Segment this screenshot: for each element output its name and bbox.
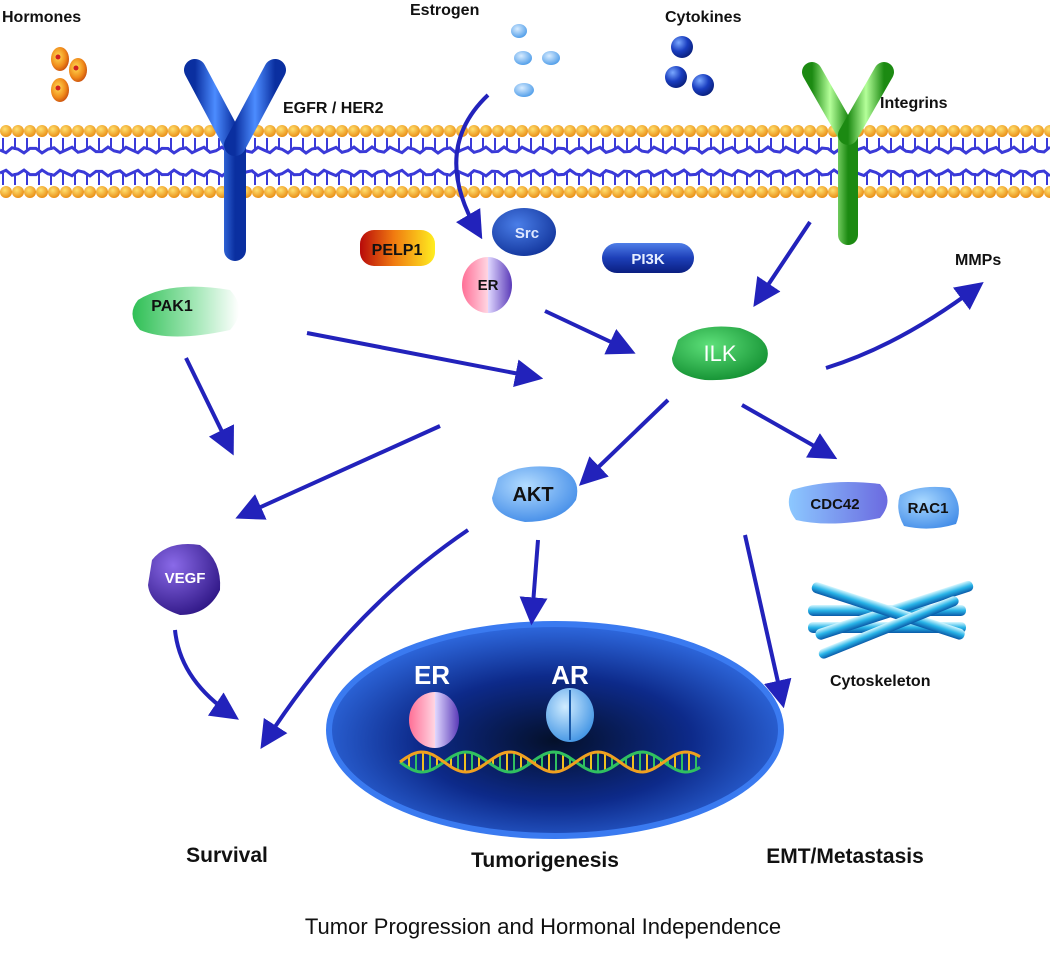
pak1-protein: PAK1 <box>132 286 239 337</box>
arrow-pak1-to-survival <box>184 357 234 456</box>
ar-nucleus-protein: AR <box>546 660 594 742</box>
egfr-her2-receptor <box>184 59 286 261</box>
vegf-protein: VEGF <box>148 544 221 615</box>
footer-title: Tumor Progression and Hormonal Independe… <box>305 914 781 939</box>
rac1-protein: RAC1 <box>898 486 959 529</box>
label-pak1: PAK1 <box>151 298 193 315</box>
arrow-vegf-to-survival <box>173 629 239 720</box>
cell-membrane <box>0 125 1050 198</box>
arrow-akt-to-emt <box>743 534 792 709</box>
cdc42-protein: CDC42 <box>788 482 888 524</box>
estrogen-molecules <box>511 24 560 97</box>
label-vegf: VEGF <box>165 570 206 587</box>
label-pelp1: PELP1 <box>372 242 423 259</box>
arrow-akt-to-survival <box>260 528 470 750</box>
cytokine-molecules <box>665 36 714 96</box>
arrow-ilk-to-cdc42 <box>741 403 838 460</box>
label-ilk: ILK <box>703 341 736 366</box>
label-cdc42: CDC42 <box>810 496 859 513</box>
akt-protein: AKT <box>492 466 578 522</box>
label-er-nucleus: ER <box>414 660 450 690</box>
arrow-ilk-to-akt <box>578 398 670 486</box>
label-rac1: RAC1 <box>908 500 949 517</box>
label-cytokines: Cytokines <box>665 9 742 26</box>
label-survival: Survival <box>186 844 268 867</box>
label-akt: AKT <box>512 484 553 506</box>
arrow-integrin-to-ilk <box>753 220 812 307</box>
arrow-center-to-vegf <box>235 424 441 520</box>
label-emt-metastasis: EMT/Metastasis <box>766 845 924 868</box>
pelp1-protein: PELP1 <box>360 230 435 266</box>
arrow-akt-to-nucleus <box>519 539 548 626</box>
pathway-arrows <box>173 93 984 750</box>
label-estrogen: Estrogen <box>410 2 479 19</box>
label-src: Src <box>515 225 539 242</box>
ilk-protein: ILK <box>672 326 768 381</box>
arrow-ilk-to-mmps <box>825 281 984 370</box>
src-protein: Src <box>492 208 556 256</box>
er-nucleus-protein: ER <box>409 660 459 748</box>
label-tumorigenesis: Tumorigenesis <box>471 849 619 872</box>
label-er-membrane: ER <box>478 277 499 294</box>
label-cytoskeleton: Cytoskeleton <box>830 673 930 690</box>
label-integrins: Integrins <box>880 95 948 112</box>
dna-helix <box>399 750 701 774</box>
arrow-pak1-to-center <box>306 331 544 388</box>
er-membrane-protein: ER <box>462 257 512 313</box>
label-egfr: EGFR / HER2 <box>283 100 384 117</box>
arrow-estrogen-to-er <box>454 93 490 240</box>
label-pi3k: PI3K <box>631 251 665 268</box>
pi3k-protein: PI3K <box>602 243 694 273</box>
label-hormones: Hormones <box>2 9 81 26</box>
label-ar-nucleus: AR <box>551 660 589 690</box>
arrow-er-to-ilk <box>544 309 636 355</box>
hormone-molecules <box>51 47 87 102</box>
integrin-receptor <box>802 62 894 245</box>
cytoskeleton-fibers <box>808 580 974 659</box>
label-mmps: MMPs <box>955 252 1001 269</box>
